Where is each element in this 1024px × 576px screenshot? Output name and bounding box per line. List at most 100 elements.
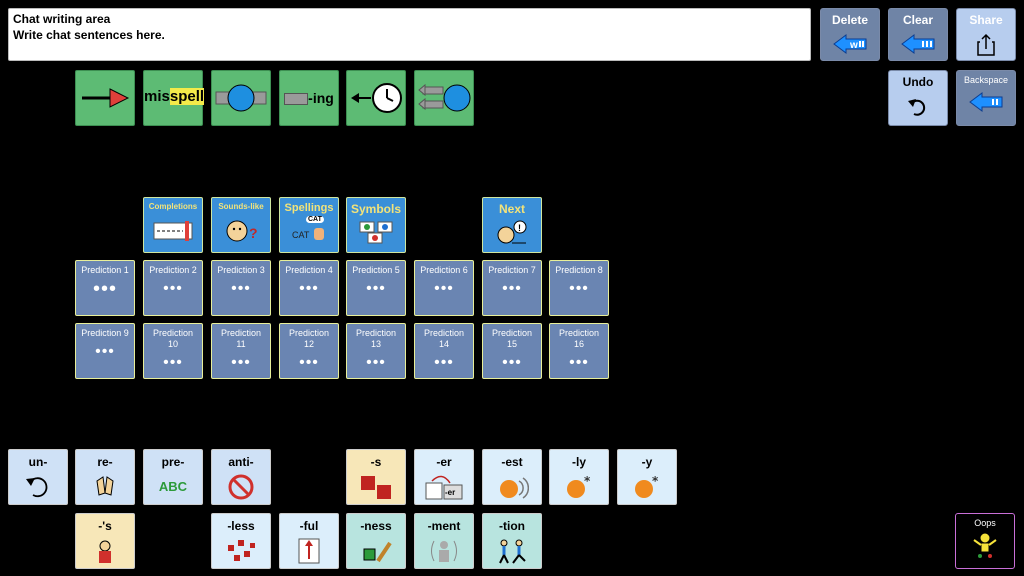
prediction-button[interactable]: Prediction 6••• [414,260,474,316]
spelling-cat-icon: CAT CAT [280,216,338,244]
prefix-un-button[interactable]: un- [8,449,68,505]
suffix-y-button[interactable]: -y * [617,449,677,505]
arrow-tool-button[interactable] [75,70,135,126]
ing-label: -ing [308,90,334,106]
delete-word-icon: w [833,34,867,54]
prediction-dots: ••• [299,354,319,371]
suffix-ful-button[interactable]: -ful [279,513,339,569]
delete-button[interactable]: Delete w [820,8,880,61]
prediction-button[interactable]: Prediction 3••• [211,260,271,316]
er-badge: -er [445,488,455,497]
prediction-label: Prediction 7 [488,265,536,275]
suffix-tion-button[interactable]: -tion [482,513,542,569]
root-word-button[interactable] [211,70,271,126]
share-button[interactable]: Share [956,8,1016,61]
prediction-label: Prediction 6 [420,265,468,275]
prefix-re-label: re- [97,455,113,469]
share-icon [977,33,995,56]
prediction-dots: ••• [569,354,589,371]
action-figures-icon [499,539,526,564]
replace-word-button[interactable] [414,70,474,126]
orange-dot-star-icon: * [635,474,659,498]
prefix-re-button[interactable]: re- [75,449,135,505]
clapping-hands-icon [96,476,114,496]
prediction-button[interactable]: Prediction 1 ••• [75,260,135,316]
prediction-button[interactable]: Prediction 2••• [143,260,203,316]
prediction-label: Prediction 16 [558,328,600,349]
suffix-less-label: -less [227,519,255,533]
chat-title: Chat writing area [13,12,111,26]
prediction-label: Prediction 15 [491,328,533,349]
suffix-ly-label: -ly [571,455,586,469]
undo-icon [908,99,926,116]
completions-button[interactable]: Completions [143,197,203,253]
ear-question-icon: ? [226,220,258,242]
prefix-pre-button[interactable]: pre- ABC [143,449,203,505]
suffix-possessive-button[interactable]: -'s [75,513,135,569]
prediction-label: Prediction 2 [149,265,197,275]
root-word-icon [215,84,267,112]
clear-button[interactable]: Clear [888,8,948,61]
prediction-button[interactable]: Prediction 9••• [75,323,135,379]
suffix-est-button[interactable]: -est [482,449,542,505]
delete-badge: w [849,40,858,51]
clear-icon [901,34,935,54]
spellings-button[interactable]: Spellings CAT CAT [279,197,339,253]
prediction-button[interactable]: Prediction 16 ••• [549,323,609,379]
completions-icon [153,221,193,241]
person-outline-icon [431,540,457,562]
prediction-button[interactable]: Prediction 15 ••• [482,323,542,379]
prediction-dots: ••• [92,278,117,300]
prediction-dots: ••• [299,280,319,297]
backspace-icon [969,92,1003,112]
spellings-label: Spellings [284,202,334,214]
prefix-anti-label: anti- [228,455,254,469]
clear-label: Clear [902,13,934,27]
prediction-button[interactable]: Prediction 5••• [346,260,406,316]
suffix-ly-button[interactable]: -ly * [549,449,609,505]
suffix-ful-label: -ful [299,519,319,533]
prediction-label: Prediction 4 [285,265,333,275]
prediction-button[interactable]: Prediction 13••• [346,323,406,379]
backspace-button[interactable]: Backspace [956,70,1016,126]
symbols-button[interactable]: Symbols [346,197,406,253]
completions-label: Completions [148,202,198,211]
suffix-less-button[interactable]: -less [211,513,271,569]
cube-pencil-icon [363,541,392,563]
symbols-label: Symbols [350,202,401,216]
prediction-dots: ••• [502,354,522,371]
prediction-button[interactable]: Prediction 4 ••• [279,260,339,316]
share-label: Share [969,13,1003,27]
prediction-label: Prediction 3 [217,265,265,275]
suffix-ness-button[interactable]: -ness [346,513,406,569]
oops-figure-icon [973,532,997,558]
svg-text:?: ? [249,225,258,241]
prediction-button[interactable]: Prediction 10••• [143,323,203,379]
suffix-er-button[interactable]: -er -er [414,449,474,505]
undo-button[interactable]: Undo [888,70,948,126]
misspell-word: spell [169,88,205,105]
prediction-button[interactable]: Prediction 14••• [414,323,474,379]
abc-text: ABC [158,479,188,494]
chat-writing-area[interactable]: Chat writing area Write chat sentences h… [8,8,811,61]
prefix-un-label: un- [28,455,48,469]
prefix-pre-label: pre- [161,455,185,469]
prediction-button[interactable]: Prediction 12••• [279,323,339,379]
prediction-button[interactable]: Prediction 7••• [482,260,542,316]
next-button[interactable]: Next ! [482,197,542,253]
prediction-label: Prediction 1 [81,265,129,275]
sounds-like-button[interactable]: Sounds-like ? [211,197,271,253]
prediction-label: Prediction 8 [555,265,603,275]
misspell-button[interactable]: misspell [143,70,205,126]
prediction-button[interactable]: Prediction 8••• [549,260,609,316]
suffix-ment-button[interactable]: -ment [414,513,474,569]
suffix-ment-label: -ment [427,519,461,533]
ing-button[interactable]: -ing [279,70,339,126]
suffix-s-button[interactable]: -s [346,449,406,505]
prediction-button[interactable]: Prediction 11••• [211,323,271,379]
past-tense-button[interactable] [346,70,406,126]
oops-button[interactable]: Oops [955,513,1015,569]
prediction-label: Prediction 10 [152,328,194,349]
delete-label: Delete [831,13,869,27]
prefix-anti-button[interactable]: anti- [211,449,271,505]
